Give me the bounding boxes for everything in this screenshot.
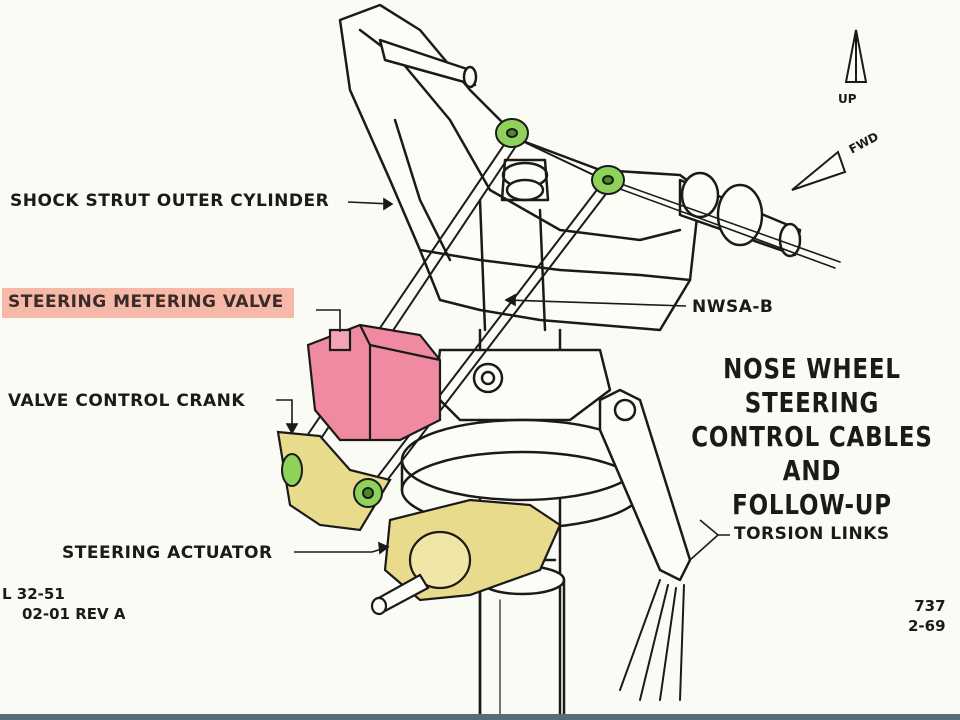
title-line-2: CONTROL CABLES AND [691, 420, 933, 487]
up-arrow-icon [844, 29, 868, 83]
ref-left-line-1: L 32-51 [2, 585, 65, 603]
nwsa-b-label: NWSA-B [692, 297, 774, 317]
actuator-shape [276, 430, 562, 616]
trunnion-frame [338, 3, 841, 332]
ref-right-line-2: 2-69 [908, 617, 946, 635]
title-line-3: FOLLOW-UP [732, 488, 892, 521]
valve-control-crank-label: VALVE CONTROL CRANK [8, 391, 246, 411]
ref-right-line-1: 737 [914, 597, 946, 615]
torsion-links-label: TORSION LINKS [734, 524, 890, 544]
title-line-1: NOSE WHEEL STEERING [723, 352, 901, 419]
shock-strut-outer-cylinder-label: SHOCK STRUT OUTER CYLINDER [10, 191, 330, 211]
cable-pulleys [281, 118, 625, 508]
metering-valve-shape [306, 323, 442, 442]
top-bolt-assembly [500, 158, 550, 202]
bottom-border [0, 714, 960, 720]
up-label: UP [838, 92, 857, 106]
torsion-links-drawing [598, 388, 692, 701]
ref-left-line-2: 02-01 REV A [22, 605, 126, 623]
leader-lines [276, 197, 730, 561]
fwd-arrow-icon [791, 150, 847, 191]
diagram-title: NOSE WHEEL STEERING CONTROL CABLES AND F… [689, 352, 935, 522]
steering-metering-valve-label: STEERING METERING VALVE [2, 288, 294, 318]
reference-code-right: 737 2-69 [908, 596, 946, 636]
reference-code-left: L 32-51 02-01 REV A [2, 584, 125, 624]
steering-actuator-label: STEERING ACTUATOR [62, 543, 273, 563]
